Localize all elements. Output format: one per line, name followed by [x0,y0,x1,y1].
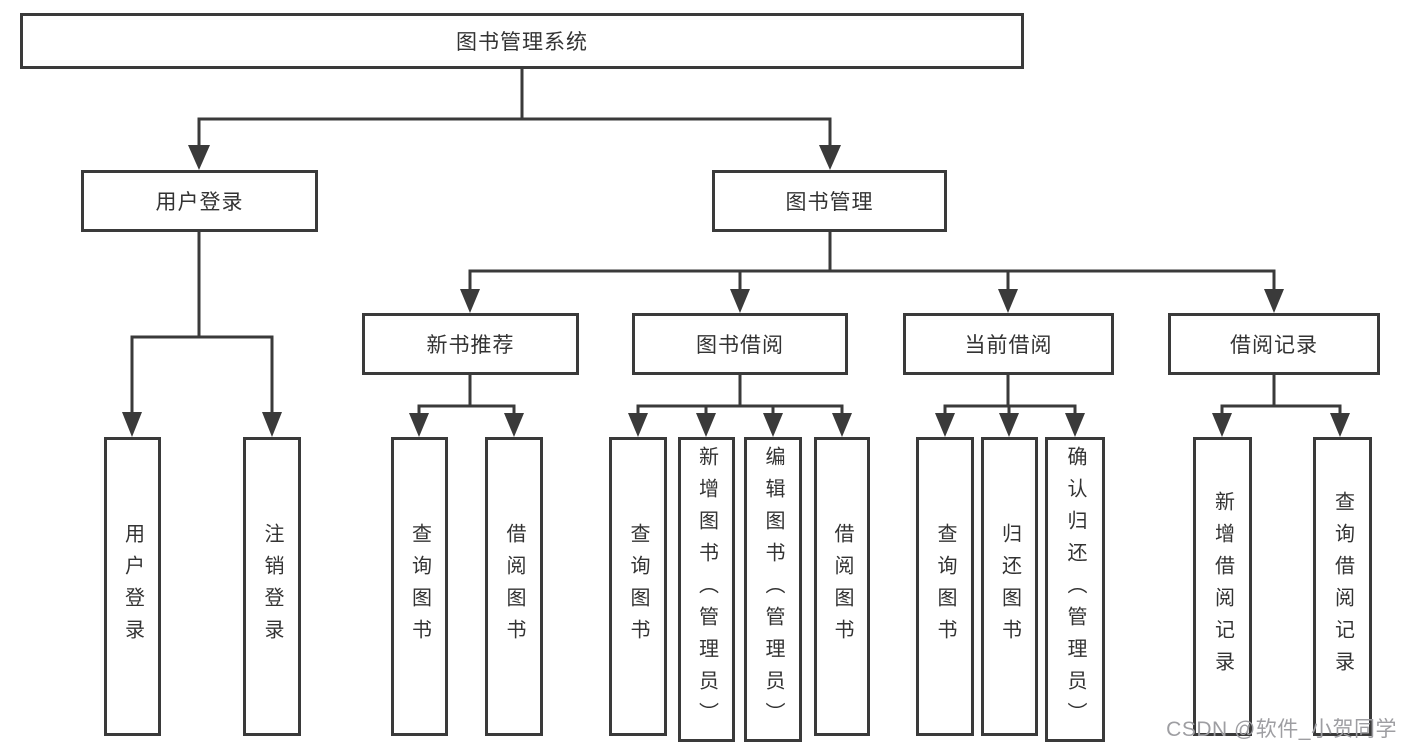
node-label: 图书管理系统 [456,31,588,54]
node-root-system: 图书管理系统 [20,13,1024,69]
node-label: 编辑图书（管理员） [762,445,784,734]
connector-path [468,230,1276,292]
arrowhead-icon [188,145,210,170]
arrowhead-icon [999,413,1019,437]
node-label: 新增借阅记录 [1211,490,1234,683]
leaf-add-borrow-record: 新增借阅记录 [1193,437,1252,736]
arrowhead-icon [409,413,429,437]
node-label: 注销登录 [261,522,283,651]
node-borrow-records: 借阅记录 [1168,313,1380,375]
node-label: 借阅图书 [503,522,525,651]
connector-path [417,373,516,417]
node-new-book-recommend: 新书推荐 [362,313,579,375]
arrowhead-icon [1212,413,1232,437]
leaf-return-books: 归还图书 [981,437,1038,736]
connector-path [130,230,274,416]
node-label: 图书借阅 [696,334,784,357]
node-current-borrow: 当前借阅 [903,313,1114,375]
node-label: 图书管理 [785,191,874,214]
leaf-edit-books-admin: 编辑图书（管理员） [744,437,802,742]
leaf-confirm-return-admin: 确认归还（管理员） [1045,437,1105,742]
arrowhead-icon [628,413,648,437]
node-label: 查询借阅记录 [1331,490,1354,683]
node-book-borrow: 图书借阅 [632,313,848,375]
arrowhead-icon [935,413,955,437]
node-label: 用户登录 [121,522,144,651]
arrowhead-icon [819,145,841,170]
node-label: 查询图书 [408,522,431,651]
leaf-query-books: 查询图书 [916,437,974,736]
connector-path [636,373,844,417]
node-label: 当前借阅 [964,334,1053,357]
connector-path [943,373,1077,417]
arrowhead-icon [696,413,716,437]
node-label: 归还图书 [998,522,1021,651]
leaf-query-books: 查询图书 [609,437,667,736]
node-label: 新增图书（管理员） [695,445,718,734]
node-label: 借阅记录 [1230,334,1318,357]
leaf-add-books-admin: 新增图书（管理员） [678,437,735,742]
node-label: 查询图书 [934,522,956,651]
leaf-borrow-books: 借阅图书 [485,437,543,736]
node-label: 确认归还（管理员） [1064,445,1086,734]
connector-path [1220,373,1342,417]
arrowhead-icon [122,412,142,437]
leaf-user-login: 用户登录 [104,437,161,736]
leaf-query-borrow-record: 查询借阅记录 [1313,437,1372,736]
node-book-management: 图书管理 [712,170,947,232]
arrowhead-icon [1065,413,1085,437]
arrowhead-icon [763,413,783,437]
arrowhead-icon [460,289,480,313]
arrowhead-icon [262,412,282,437]
node-label: 用户登录 [155,191,244,214]
leaf-query-books: 查询图书 [391,437,448,736]
leaf-borrow-books: 借阅图书 [814,437,870,736]
arrowhead-icon [730,289,750,313]
connector-path [197,67,832,148]
node-label: 借阅图书 [831,522,853,651]
csdn-watermark: CSDN @软件_小贺同学 [1166,718,1397,741]
arrowhead-icon [504,413,524,437]
arrowhead-icon [998,289,1018,313]
node-label: 查询图书 [627,522,649,651]
arrowhead-icon [1264,289,1284,313]
node-user-login: 用户登录 [81,170,318,232]
leaf-logout: 注销登录 [243,437,301,736]
arrowhead-icon [832,413,852,437]
node-label: 新书推荐 [426,334,515,357]
arrowhead-icon [1330,413,1350,437]
